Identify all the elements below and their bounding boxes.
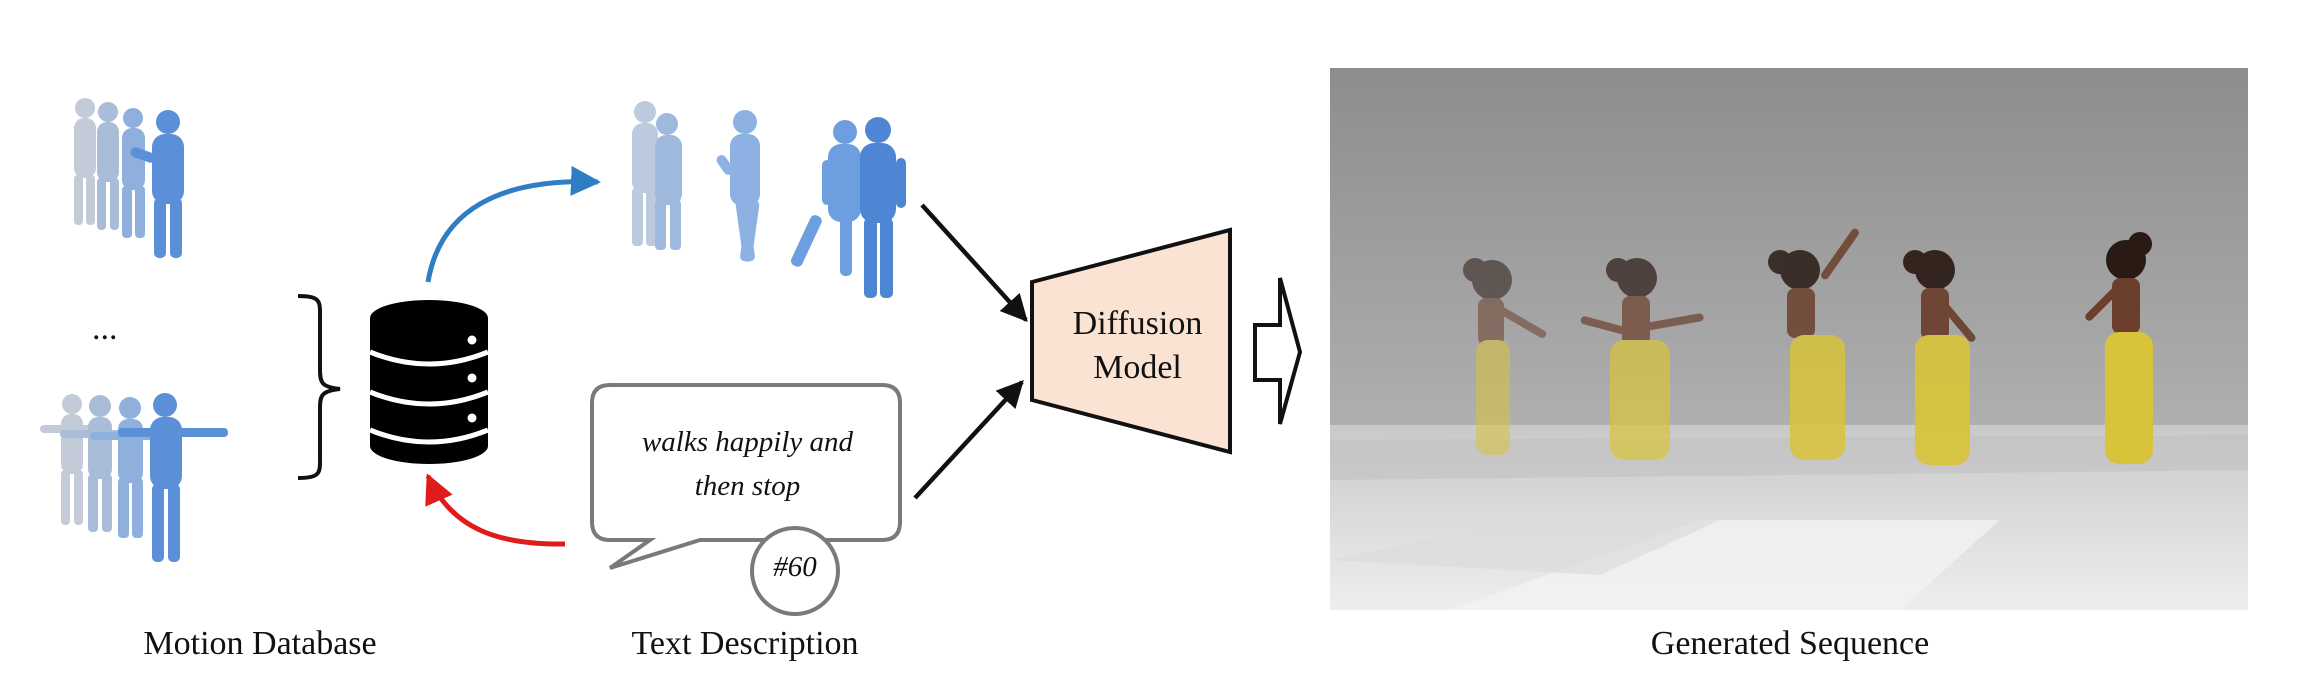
model-line-1: Diffusion [1072, 305, 1203, 342]
prompt-line-2: then stop [694, 470, 801, 502]
diffusion-model-label: Diffusion Model [1050, 302, 1225, 390]
retrieve-arrow [425, 165, 601, 283]
generated-character-4 [1903, 250, 1976, 465]
generated-character-5 [2085, 232, 2153, 464]
motion-mesh-group-bottom [40, 393, 228, 562]
speech-bubble [590, 383, 902, 570]
motion-mesh-group-top [74, 98, 184, 258]
prompt-id-tag [750, 526, 840, 616]
prompt-line-1: walks happily and [641, 426, 854, 458]
more-motions-ellipsis: ... [92, 310, 118, 347]
brace-icon [297, 294, 341, 480]
text-to-model-arrow [913, 380, 1024, 500]
motion-database-caption: Motion Database [143, 625, 377, 662]
generated-character-3 [1768, 228, 1859, 460]
hollow-arrow-icon [1253, 277, 1303, 425]
prompt-id-label: #60 [773, 551, 817, 583]
text-description-caption: Text Description [631, 625, 859, 662]
diffusion-model-box [1030, 227, 1232, 455]
generated-sequence-caption: Generated Sequence [1650, 625, 1930, 662]
query-arrow [425, 473, 566, 547]
model-line-2: Model [1093, 349, 1182, 386]
generated-character-2 [1580, 258, 1704, 460]
generated-character-1 [1463, 258, 1547, 455]
database-icon [369, 300, 489, 464]
prompt-text: walks happily and then stop [600, 420, 895, 508]
mesh-to-model-arrow [920, 203, 1028, 323]
retrieved-mesh-group [632, 101, 906, 298]
